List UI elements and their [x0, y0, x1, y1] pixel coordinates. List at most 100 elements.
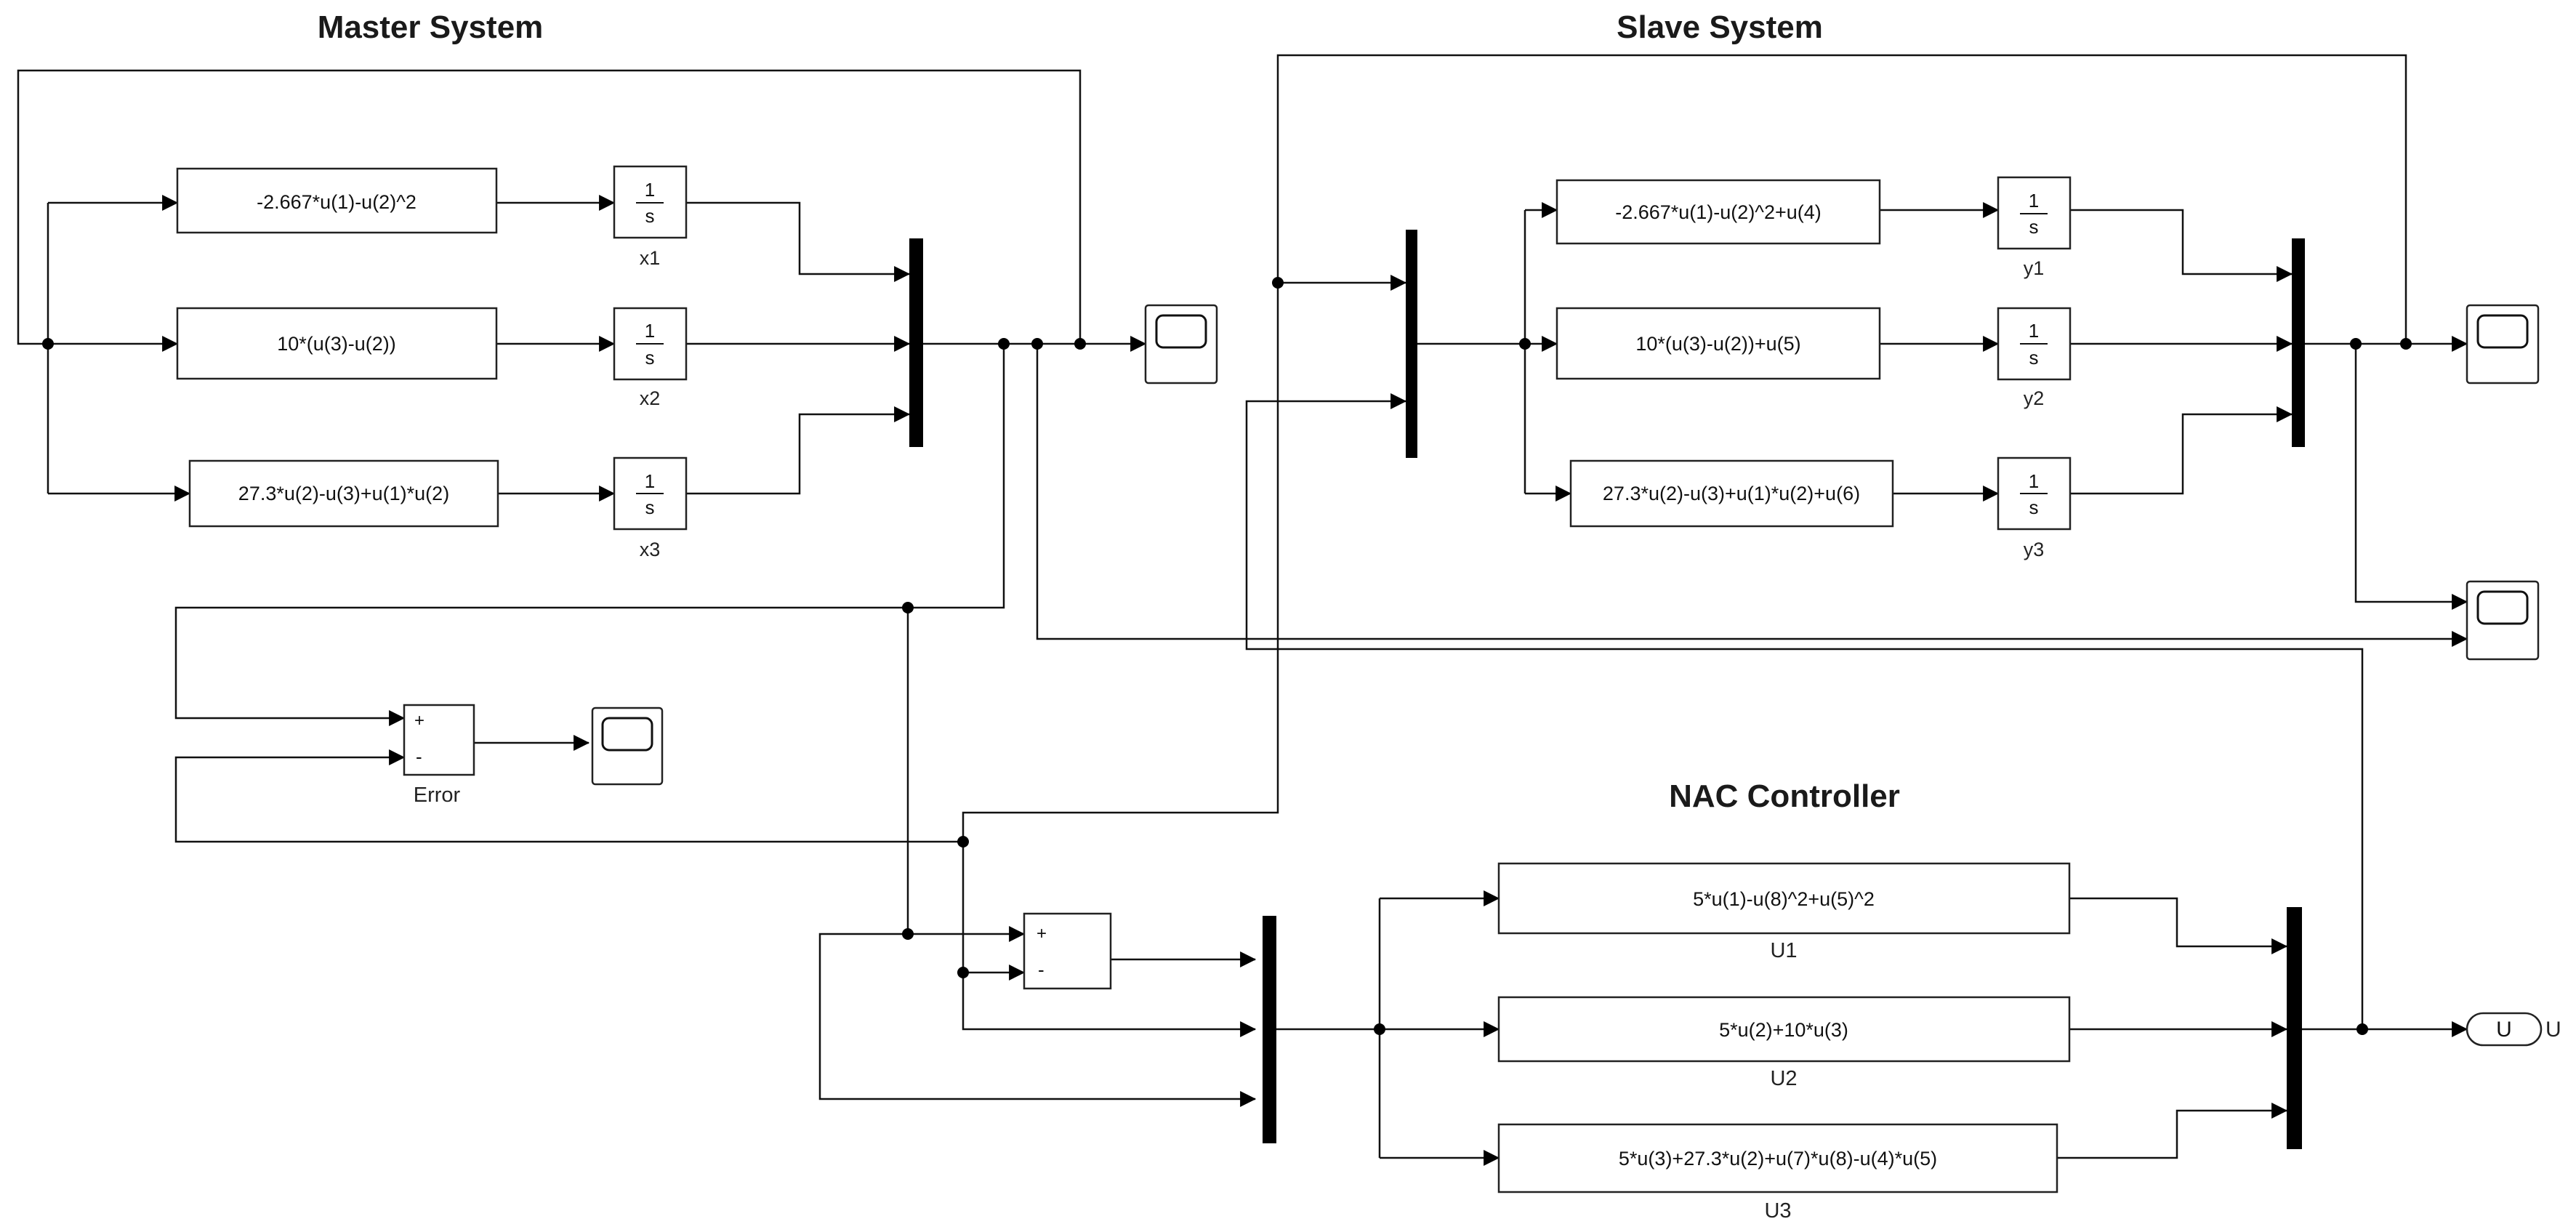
slave-mux-in[interactable]	[1406, 230, 1417, 458]
sum-plus-sign: +	[1037, 924, 1047, 943]
integrator-x3[interactable]: 1 s	[613, 456, 688, 531]
junction-dot	[2350, 338, 2362, 350]
controller-fcn-u2-expr: 5*u(2)+10*u(3)	[1719, 1019, 1848, 1041]
integrator-x1-label: x1	[640, 247, 661, 269]
junction-dot	[42, 338, 54, 350]
line-x-to-sum2	[906, 608, 1026, 942]
slave-mux-out[interactable]	[2292, 238, 2305, 447]
integrator-x2-label: x2	[640, 387, 661, 409]
junction-dot	[902, 602, 914, 613]
integrator-y2[interactable]: 1 s	[1997, 307, 2072, 381]
integrator-y2-label: y2	[2024, 387, 2045, 409]
slave-fcn-1[interactable]: -2.667*u(1)-u(2)^2+u(4)	[1555, 179, 1881, 245]
line-master-to-error	[174, 344, 1005, 726]
line-slave-to-error	[174, 749, 963, 843]
slave-fcn-3-expr: 27.3*u(2)-u(3)+u(1)*u(2)+u(6)	[1603, 483, 1860, 504]
controller-u2-label: U2	[1770, 1067, 1797, 1090]
slave-fcn-2-expr: 10*(u(3)-u(2))+u(5)	[1635, 333, 1800, 355]
integrator-numerator: 1	[2029, 320, 2039, 342]
junction-dot	[1519, 338, 1531, 350]
line-master-to-compare-scope	[1036, 344, 2468, 647]
integrator-numerator: 1	[645, 320, 655, 342]
junction-dot	[902, 928, 914, 940]
master-fcn-1[interactable]: -2.667*u(1)-u(2)^2	[176, 167, 498, 234]
integrator-denominator: s	[2029, 347, 2039, 369]
nac-controller-title: NAC Controller	[1669, 778, 1900, 814]
junction-dot	[957, 967, 969, 978]
slave-scope[interactable]	[2466, 304, 2540, 385]
integrator-x3-label: x3	[640, 539, 661, 560]
line-y3-mux	[2070, 406, 2293, 495]
slave-feedback-line	[1276, 54, 2407, 344]
master-scope[interactable]	[1144, 304, 1218, 385]
signal-lines	[17, 54, 2468, 1166]
line-u-to-slave	[1245, 393, 2364, 1029]
controller-mux-in[interactable]	[1263, 916, 1276, 1143]
line-x-to-ctrl-mux	[818, 933, 1257, 1107]
slave-fcn-3[interactable]: 27.3*u(2)-u(3)+u(1)*u(2)+u(6)	[1569, 459, 1894, 528]
line-slave-to-sum2	[962, 283, 1279, 981]
integrator-y3[interactable]: 1 s	[1997, 456, 2072, 531]
line-slave-compare-scope	[2354, 344, 2468, 610]
line-x1-mux	[686, 201, 911, 282]
master-fcn-3[interactable]: 27.3*u(2)-u(3)+u(1)*u(2)	[188, 459, 499, 528]
integrator-x1[interactable]: 1 s	[613, 165, 688, 239]
outport-u[interactable]: U	[2466, 1012, 2543, 1047]
integrator-numerator: 1	[645, 179, 655, 201]
master-system-title: Master System	[318, 9, 544, 45]
integrator-denominator: s	[645, 347, 655, 369]
line-y1-mux	[2070, 209, 2293, 282]
integrator-denominator: s	[645, 496, 655, 518]
integrator-numerator: 1	[2029, 190, 2039, 212]
master-mux[interactable]	[909, 238, 923, 447]
integrator-x2[interactable]: 1 s	[613, 307, 688, 381]
line-u1-mux	[2069, 897, 2288, 954]
master-fcn-2[interactable]: 10*(u(3)-u(2))	[176, 307, 498, 380]
line-x3-mux	[686, 406, 911, 495]
error-sum[interactable]: + -	[403, 704, 475, 776]
controller-u1-label: U1	[1770, 939, 1797, 962]
integrator-y3-label: y3	[2024, 539, 2045, 560]
compare-scope[interactable]	[2466, 580, 2540, 661]
junction-dot	[2400, 338, 2412, 350]
integrator-y1-label: y1	[2024, 257, 2045, 279]
junction-dot	[998, 338, 1010, 350]
integrator-denominator: s	[645, 205, 655, 227]
error-plus-sign: +	[414, 711, 424, 730]
error-scope[interactable]	[591, 706, 664, 786]
error-minus-sign: -	[416, 746, 422, 768]
junction-dot	[1031, 338, 1043, 350]
master-feedback-line	[17, 69, 1082, 345]
slave-system-title: Slave System	[1617, 9, 1823, 45]
junction-dot	[1074, 338, 1086, 350]
line-y-to-ctrl-mux	[962, 973, 1257, 1037]
controller-fcn-u3-expr: 5*u(3)+27.3*u(2)+u(7)*u(8)-u(4)*u(5)	[1619, 1148, 1937, 1169]
integrator-denominator: s	[2029, 496, 2039, 518]
controller-fcn-u1-expr: 5*u(1)-u(8)^2+u(5)^2	[1693, 888, 1875, 910]
integrator-y1[interactable]: 1 s	[1997, 176, 2072, 250]
sum-block[interactable]: + -	[1023, 912, 1112, 990]
master-fcn-1-expr: -2.667*u(1)-u(2)^2	[257, 191, 416, 213]
controller-fcn-u1[interactable]: 5*u(1)-u(8)^2+u(5)^2	[1497, 862, 2071, 935]
integrator-numerator: 1	[645, 470, 655, 492]
line-u3-mux	[2057, 1103, 2288, 1159]
controller-mux-out[interactable]	[2287, 907, 2302, 1149]
junction-dots	[42, 277, 2412, 1035]
slave-fcn-2[interactable]: 10*(u(3)-u(2))+u(5)	[1555, 307, 1881, 380]
junction-dot	[1272, 277, 1284, 289]
junction-dot	[957, 836, 969, 847]
integrator-numerator: 1	[2029, 470, 2039, 492]
controller-fcn-u2[interactable]: 5*u(2)+10*u(3)	[1497, 996, 2071, 1063]
slave-fcn-1-expr: -2.667*u(1)-u(2)^2+u(4)	[1615, 201, 1822, 223]
controller-fcn-u3[interactable]: 5*u(3)+27.3*u(2)+u(7)*u(8)-u(4)*u(5)	[1497, 1123, 2058, 1193]
junction-dot	[1374, 1023, 1385, 1035]
outport-u-label: U	[2545, 1018, 2561, 1042]
junction-dot	[2356, 1023, 2368, 1035]
master-fcn-2-expr: 10*(u(3)-u(2))	[277, 333, 396, 355]
error-label: Error	[414, 784, 461, 807]
integrator-denominator: s	[2029, 216, 2039, 238]
master-fcn-3-expr: 27.3*u(2)-u(3)+u(1)*u(2)	[238, 483, 449, 504]
sum-minus-sign: -	[1038, 959, 1045, 981]
outport-u-name: U	[2496, 1018, 2512, 1042]
